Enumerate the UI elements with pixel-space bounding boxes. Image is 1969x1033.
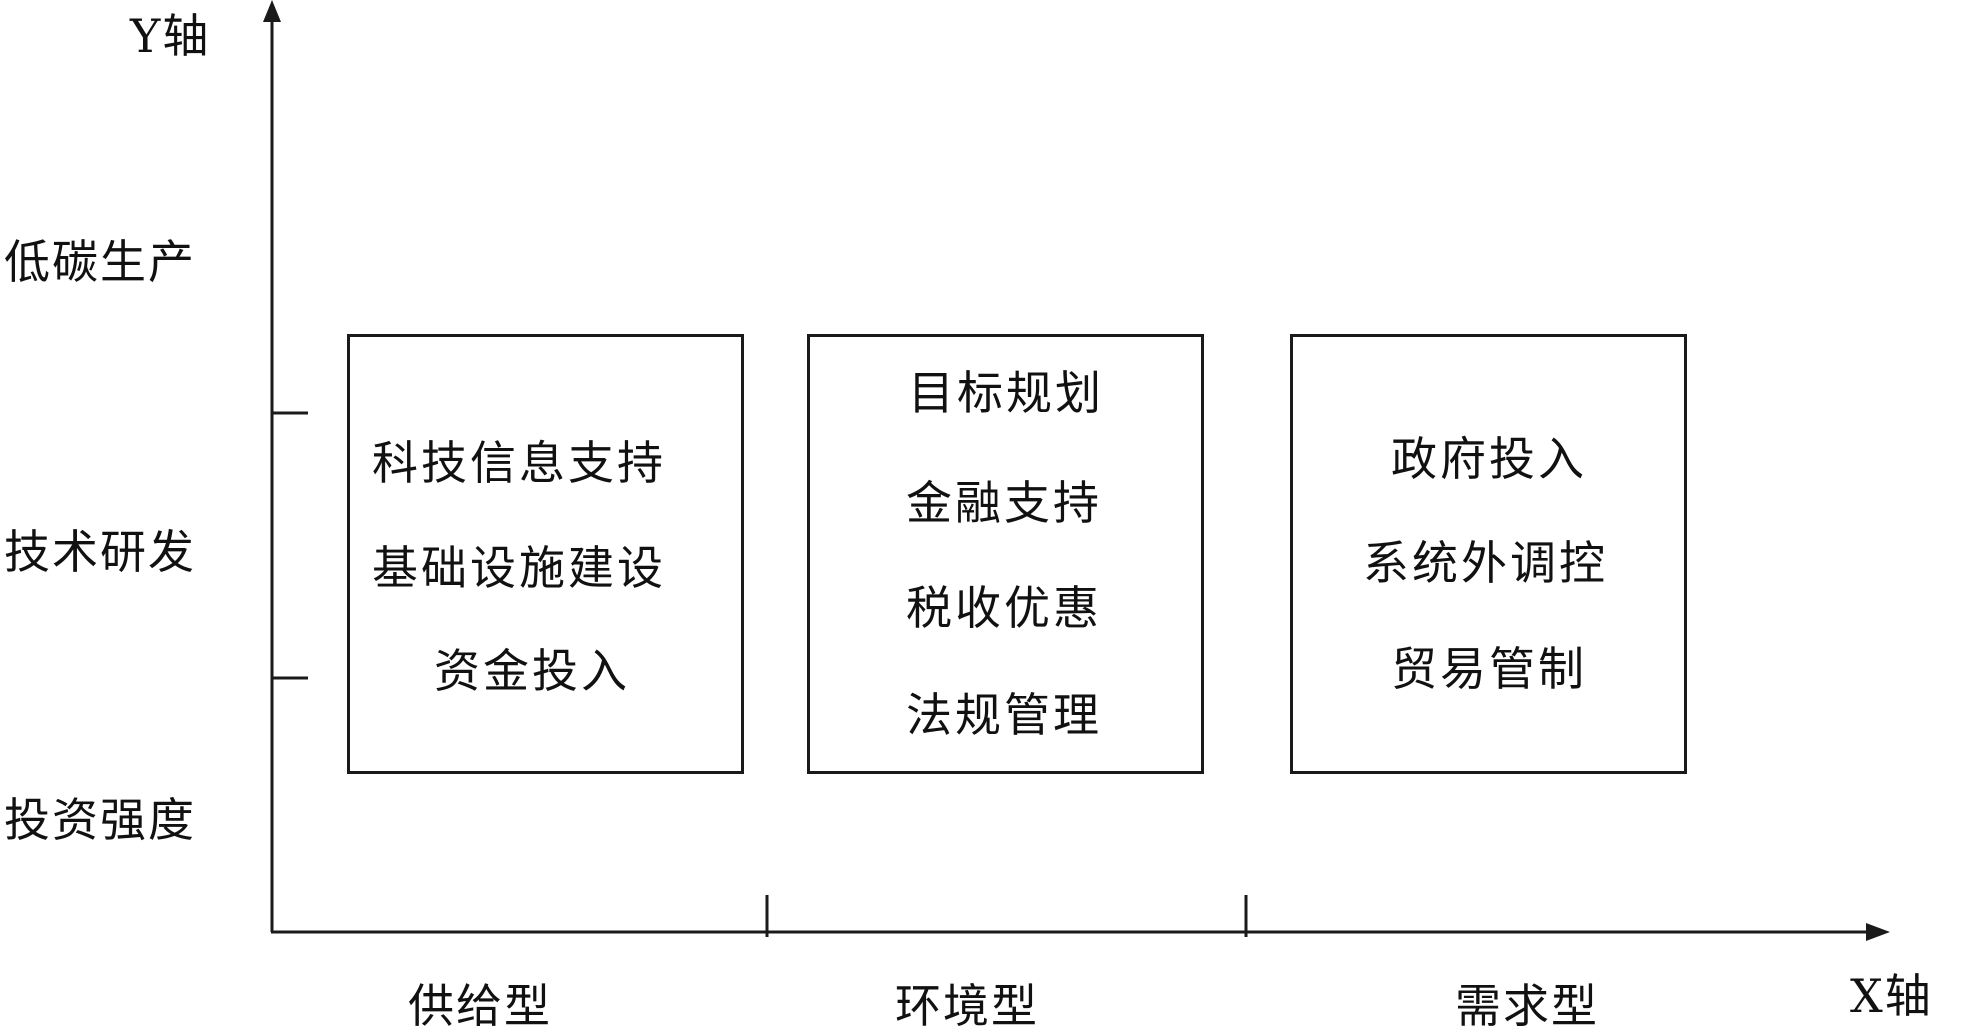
- y-axis-arrow: [263, 0, 281, 22]
- y-level-low-carbon-production: 低碳生产: [4, 235, 196, 289]
- box-item: 金融支持: [906, 476, 1102, 530]
- supply-policy-box: 科技信息支持 基础设施建设 资金投入: [347, 334, 744, 774]
- box-item: 科技信息支持: [372, 436, 666, 490]
- x-category-supply: 供给型: [408, 979, 552, 1033]
- box-item: 系统外调控: [1363, 536, 1608, 590]
- box-item: 资金投入: [434, 644, 630, 698]
- y-level-investment-intensity: 投资强度: [4, 793, 196, 847]
- box-item: 基础设施建设: [372, 541, 666, 595]
- x-category-environment: 环境型: [895, 979, 1039, 1033]
- box-item: 税收优惠: [906, 581, 1102, 635]
- y-level-tech-rd: 技术研发: [4, 525, 196, 579]
- box-item: 贸易管制: [1391, 642, 1587, 696]
- demand-policy-box: 政府投入 系统外调控 贸易管制: [1290, 334, 1687, 774]
- box-item: 政府投入: [1391, 432, 1587, 486]
- x-axis-arrow: [1866, 923, 1890, 941]
- box-item: 法规管理: [906, 688, 1102, 742]
- environment-policy-box: 目标规划 金融支持 税收优惠 法规管理: [807, 334, 1204, 774]
- x-axis-title: X轴: [1850, 969, 1933, 1023]
- x-category-demand: 需求型: [1455, 979, 1599, 1033]
- box-item: 目标规划: [908, 366, 1104, 420]
- y-axis-title: Y轴: [130, 9, 211, 63]
